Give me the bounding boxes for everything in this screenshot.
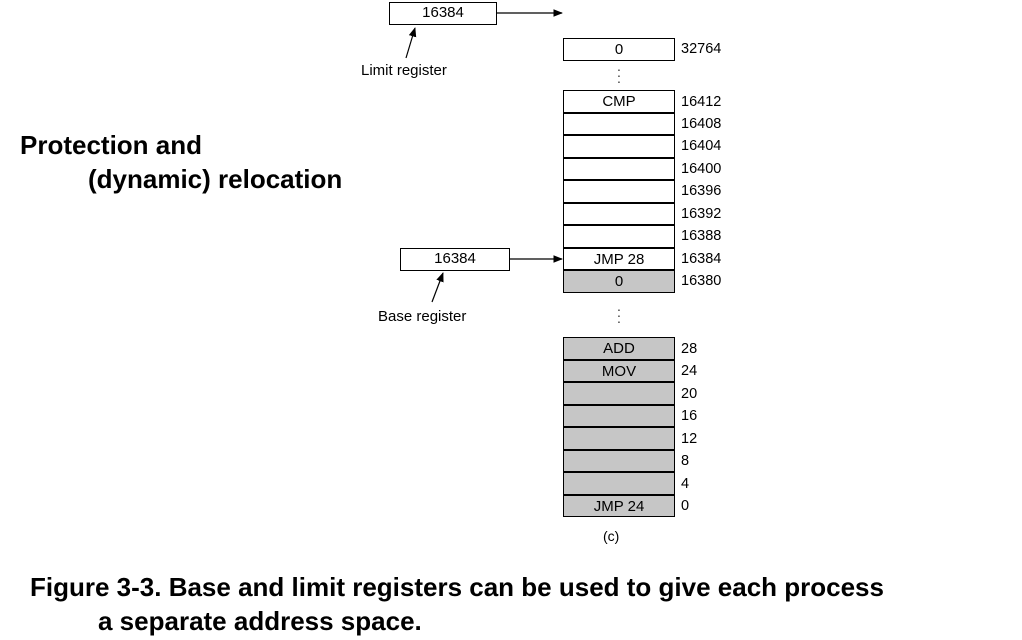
memory-cell [563,202,675,225]
address-label: 16412 [681,94,722,110]
memory-cell [563,472,675,495]
memory-cell [563,180,675,203]
memory-cell [563,157,675,180]
address-label: 16 [681,408,698,424]
address-label: 4 [681,476,690,492]
ellipsis-upper: ··· [616,61,622,89]
memory-cell [563,449,675,472]
address-label: 0 [681,498,690,514]
panel-label: (c) [603,528,620,544]
memory-cell: 0 [563,270,675,293]
address-label: 16388 [681,228,722,244]
address-label: 16396 [681,183,722,199]
address-label: 16400 [681,161,722,177]
limit-register-box: 16384 [389,2,497,25]
memory-cell [563,112,675,135]
base-register-label: Base register [378,308,467,325]
memory-cell [563,135,675,158]
figure-caption: Figure 3-3. Base and limit registers can… [30,570,1010,638]
caption-line-1: Figure 3-3. Base and limit registers can… [30,572,884,602]
address-label: 28 [681,341,698,357]
address-label: 12 [681,431,698,447]
address-label: 16404 [681,138,722,154]
address-label-top: 32764 [681,41,722,57]
memory-cell: MOV [563,359,675,382]
memory-cell: JMP 28 [563,247,675,270]
base-register-box: 16384 [400,248,510,271]
memory-cell [563,427,675,450]
limit-register-label: Limit register [361,62,447,79]
memory-cell [563,382,675,405]
memory-cell: JMP 24 [563,494,675,517]
address-label: 16408 [681,116,722,132]
address-label: 16380 [681,273,722,289]
memory-cell [563,225,675,248]
memory-cell: ADD [563,337,675,360]
address-label: 16392 [681,206,722,222]
memory-cell: CMP [563,90,675,113]
memory-cell-top: 0 [563,38,675,61]
address-label: 24 [681,363,698,379]
ellipsis-lower: ··· [616,301,622,329]
caption-line-2: a separate address space. [98,606,422,636]
base-pointer-arrow [431,272,444,303]
limit-pointer-arrow [405,27,417,59]
address-label: 20 [681,386,698,402]
address-label: 8 [681,453,690,469]
title-line-2: (dynamic) relocation [88,164,343,194]
address-label: 16384 [681,251,722,267]
memory-cell [563,404,675,427]
title-line-1: Protection and [20,130,203,160]
